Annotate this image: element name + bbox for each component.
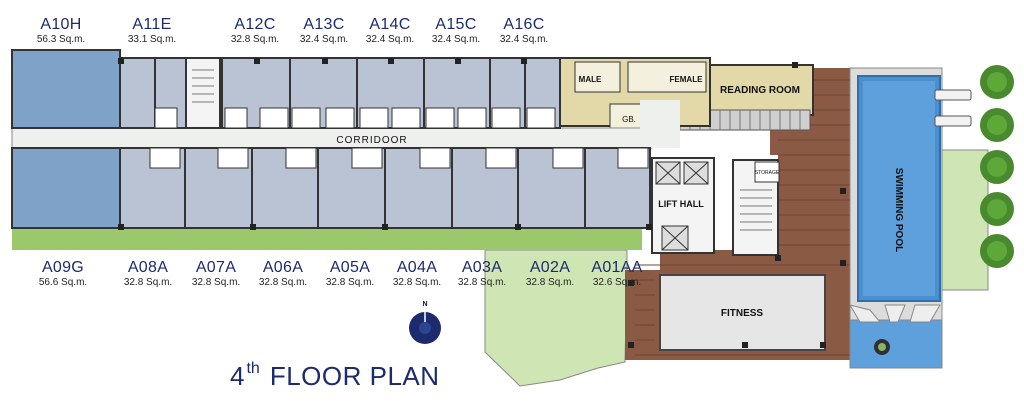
unit-code: A16C (503, 16, 545, 33)
unit-area: 32.8 Sq.m. (457, 277, 507, 288)
unit-label-a02a: A02A 32.8 Sq.m. (510, 259, 590, 289)
unit-a09g-body (11, 147, 121, 229)
pool-inner (863, 81, 935, 296)
pool-steps (848, 304, 941, 323)
floor-number: 4 (230, 361, 245, 391)
unit-label-a07a: A07A 32.8 Sq.m. (176, 259, 256, 289)
bottom-unit-walls (184, 148, 586, 228)
unit-label-a06a: A06A 32.8 Sq.m. (243, 259, 323, 289)
lawn-area (484, 249, 628, 387)
unit-label-a09g: A09G 56.6 Sq.m. (23, 259, 103, 289)
fitness-room (659, 274, 826, 351)
unit-label-a01aa: A01AA 32.6 Sq.m. (577, 259, 657, 289)
lawn-right (939, 149, 989, 291)
unit-code: A07A (195, 259, 237, 276)
stair-left (185, 57, 221, 129)
unit-code: A01AA (591, 259, 643, 276)
unit-code: A12C (234, 16, 276, 33)
floor-suffix: th (246, 360, 260, 377)
unit-label-a08a: A08A 32.8 Sq.m. (108, 259, 188, 289)
fitness-label: FITNESS (721, 308, 764, 319)
pool-loungers (934, 89, 972, 127)
unit-area: 56.6 Sq.m. (38, 277, 88, 288)
unit-label-a13c: A13C 32.4 Sq.m. (284, 16, 364, 46)
unit-area: 56.3 Sq.m. (36, 34, 86, 45)
unit-code: A08A (127, 259, 169, 276)
unit-code: A13C (303, 16, 345, 33)
unit-label-a04a: A04A 32.8 Sq.m. (377, 259, 457, 289)
unit-code: A10H (40, 16, 82, 33)
unit-code: A15C (435, 16, 477, 33)
gb-label: GB. (622, 115, 636, 124)
male-label: MALE (579, 75, 602, 84)
unit-area: 33.1 Sq.m. (127, 34, 177, 45)
unit-area: 32.8 Sq.m. (525, 277, 575, 288)
unit-code: A09G (41, 259, 85, 276)
unit-area: 32.4 Sq.m. (365, 34, 415, 45)
unit-code: A06A (262, 259, 304, 276)
unit-area: 32.8 Sq.m. (123, 277, 173, 288)
unit-label-a11e: A11E 33.1 Sq.m. (112, 16, 192, 46)
structural-columns (118, 58, 846, 348)
unit-area: 32.8 Sq.m. (258, 277, 308, 288)
top-bathrooms (154, 107, 556, 129)
floor-plan-text: FLOOR PLAN (269, 361, 440, 391)
unit-code: A03A (461, 259, 503, 276)
reading-room-label: READING ROOM (720, 85, 800, 96)
unit-label-a10h: A10H 56.3 Sq.m. (21, 16, 101, 46)
unit-area: 32.8 Sq.m. (392, 277, 442, 288)
compass-label: N (422, 301, 427, 308)
reading-room (707, 64, 814, 116)
corridor (11, 127, 653, 149)
lift-hall-label: LIFT HALL (658, 199, 704, 209)
unit-label-a12c: A12C 32.8 Sq.m. (215, 16, 295, 46)
unit-area: 32.6 Sq.m. (592, 277, 642, 288)
unit-label-a14c: A14C 32.4 Sq.m. (350, 16, 430, 46)
unit-code: A05A (329, 259, 371, 276)
unit-a10h-body (11, 49, 121, 129)
unit-code: A11E (132, 16, 172, 33)
corridor-label: CORRIDOOR (336, 135, 407, 146)
unit-area: 32.4 Sq.m. (299, 34, 349, 45)
unit-area: 32.8 Sq.m. (230, 34, 280, 45)
unit-label-a16c: A16C 32.4 Sq.m. (484, 16, 564, 46)
bottom-bathrooms (149, 147, 649, 169)
unit-code: A04A (396, 259, 438, 276)
unit-area: 32.4 Sq.m. (431, 34, 481, 45)
female-label: FEMALE (670, 75, 704, 84)
trees (980, 65, 1014, 268)
jacuzzi-area (849, 319, 943, 369)
unit-area: 32.8 Sq.m. (325, 277, 375, 288)
unit-label-a05a: A05A 32.8 Sq.m. (310, 259, 390, 289)
unit-code: A02A (529, 259, 571, 276)
storage-label: STORAGE (755, 170, 780, 176)
lawn-strip (12, 228, 642, 250)
storage-room (754, 161, 780, 183)
unit-area: 32.4 Sq.m. (499, 34, 549, 45)
unit-label-a15c: A15C 32.4 Sq.m. (416, 16, 496, 46)
unit-area: 32.8 Sq.m. (191, 277, 241, 288)
unit-code: A14C (369, 16, 411, 33)
unit-label-a03a: A03A 32.8 Sq.m. (442, 259, 522, 289)
swimming-pool-label: SWIMMING POOL (893, 168, 904, 252)
